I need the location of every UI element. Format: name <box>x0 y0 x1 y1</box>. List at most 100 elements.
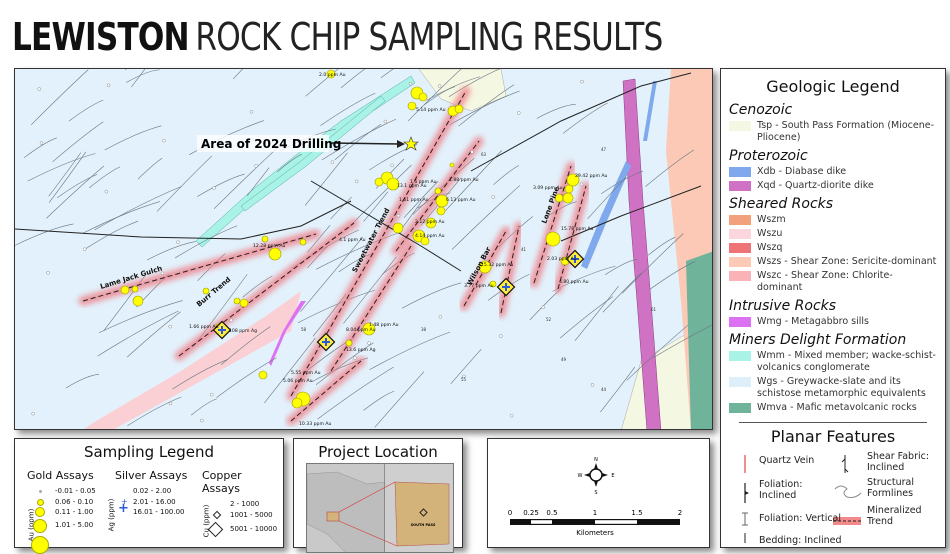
legend-group-title: Cenozoic <box>729 102 793 118</box>
legend-group-title: Intrusive Rocks <box>729 298 837 314</box>
gold-sample[interactable] <box>566 173 580 187</box>
gold-sample[interactable] <box>454 104 464 114</box>
gold-sample[interactable] <box>261 235 269 243</box>
formline <box>315 231 402 270</box>
unit-tsp <box>621 330 702 429</box>
trend-axis <box>557 185 587 290</box>
gold-sample[interactable] <box>291 397 303 409</box>
gold-sample[interactable] <box>374 177 384 187</box>
gold-range: 1.01 - 5.00 <box>55 520 94 529</box>
sample-small <box>176 240 180 244</box>
legend-item: Wszq <box>729 242 937 254</box>
gold-sample[interactable] <box>233 297 241 305</box>
gold-sample[interactable] <box>345 339 353 347</box>
gold-sample[interactable] <box>202 287 210 295</box>
legend-item: Wmm - Mixed member; wacke-schist-volcani… <box>729 350 937 374</box>
gold-sample[interactable] <box>562 192 574 204</box>
scale-tick-label: 2 <box>678 509 682 517</box>
formline <box>423 86 456 106</box>
gold-sample[interactable] <box>434 187 442 195</box>
gold-sample[interactable] <box>268 247 282 261</box>
gold-sample[interactable] <box>407 101 417 111</box>
gold-sample[interactable] <box>436 206 446 216</box>
legend-item: Wmg - Metagabbro sills <box>729 316 937 328</box>
gold-sample[interactable] <box>554 193 564 203</box>
legend-swatch <box>729 351 751 361</box>
sample-small <box>82 247 87 251</box>
gold-sample[interactable] <box>545 231 561 247</box>
gold-sample[interactable] <box>392 222 404 234</box>
sample-small <box>353 356 357 360</box>
copper-range: 5001 - 10000 <box>230 525 278 533</box>
formline <box>451 185 521 250</box>
legend-swatch <box>729 403 751 413</box>
gold-sample[interactable] <box>564 184 574 194</box>
gold-sample[interactable] <box>425 217 437 229</box>
legend-swatch <box>729 229 751 239</box>
legend-item-label: Xqd - Quartz-diorite dike <box>757 180 874 191</box>
copper-diamond-icon <box>212 510 222 519</box>
gold-sample[interactable] <box>478 260 492 274</box>
gold-sample[interactable] <box>418 92 428 102</box>
gold-sample[interactable] <box>299 238 307 246</box>
dip-label: 47 <box>601 147 607 152</box>
formline <box>104 125 162 151</box>
formline <box>649 261 696 290</box>
project-location: Project Location SOUTH PASS <box>293 438 463 553</box>
silver-range: 2.01 - 16.00 <box>133 497 176 506</box>
assay-label: 4.80 ppm Au <box>559 279 589 285</box>
location-title: Project Location <box>318 443 438 461</box>
assay-label: 1.61 ppm Au <box>399 197 429 203</box>
legend-item: Tsp - South Pass Formation (Miocene-Plio… <box>729 120 937 144</box>
gold-symbol-icon <box>31 536 49 554</box>
gold-sample[interactable] <box>386 177 400 191</box>
assay-label: 5.06 ppm Au <box>283 378 313 384</box>
formline <box>277 154 302 172</box>
legend-item: Xqd - Quartz-diorite dike <box>729 180 937 192</box>
assay-label: 1.88 ppm Au <box>449 177 479 183</box>
gold-sample[interactable] <box>420 236 430 246</box>
sample-small <box>499 334 503 338</box>
legend-group-title: Sheared Rocks <box>729 196 834 212</box>
sample-small <box>162 138 166 143</box>
gold-sample[interactable] <box>258 370 268 380</box>
sample-small <box>579 182 584 186</box>
sample-small <box>46 270 50 275</box>
sample-small <box>254 164 258 168</box>
gold-sample[interactable] <box>120 285 130 295</box>
assay-label: 1.6 ppm Au <box>410 179 437 185</box>
silver-title: Silver Assays <box>115 469 188 482</box>
unit-wmva <box>686 251 712 429</box>
gold-sample[interactable] <box>132 295 144 307</box>
formline <box>645 149 694 187</box>
formline <box>536 103 576 119</box>
formline <box>103 273 147 332</box>
gold-sample[interactable] <box>449 162 455 168</box>
copper-range: 1001 - 5000 <box>230 510 273 519</box>
gold-sample[interactable] <box>326 69 336 79</box>
legend-item-label: Xdb - Diabase dike <box>757 166 847 177</box>
gold-sample[interactable] <box>239 298 249 308</box>
formline <box>529 288 562 321</box>
gold-sample[interactable] <box>362 322 376 336</box>
silver-sample-icon <box>502 283 510 291</box>
gold-range: -0.01 - 0.05 <box>55 487 96 495</box>
assay-label: 29.42 ppm Au <box>575 173 608 179</box>
dip-label: 49 <box>561 357 567 362</box>
formline <box>232 69 244 80</box>
assay-label: 10.33 ppm Au <box>299 421 332 427</box>
assay-label: 3.09 ppm Au <box>533 185 563 191</box>
sample-small <box>396 214 401 218</box>
planar-formlines: Structural Formlines <box>867 477 915 499</box>
trend-axis <box>395 140 480 252</box>
compass-w: W <box>578 473 583 479</box>
gold-sample[interactable] <box>489 280 497 288</box>
legend-item: Wszm <box>729 214 937 226</box>
trend-label: Burr Trend <box>195 275 232 308</box>
gold-sample[interactable] <box>131 285 139 293</box>
silver-cross-icon: + <box>121 496 128 506</box>
legend-swatch <box>729 167 751 177</box>
formline <box>315 342 374 386</box>
planar-foliation-inclined: Foliation: Inclined <box>759 479 803 501</box>
